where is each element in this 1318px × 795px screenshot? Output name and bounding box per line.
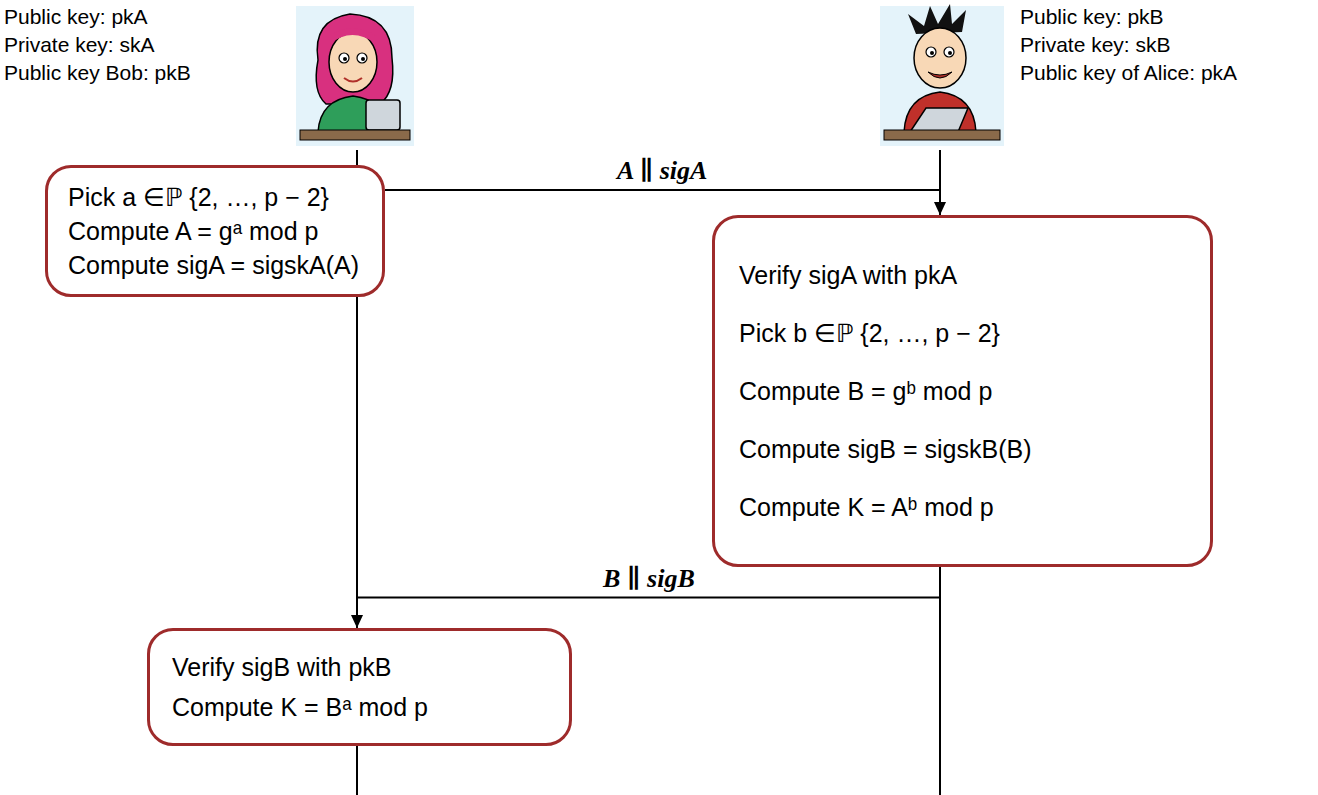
key-label: Public key: pkB (1020, 4, 1164, 30)
step-text: Pick a ∈ℙ {2, …, p − 2} (68, 180, 362, 214)
message-label: A ∥ sigA (613, 157, 711, 185)
step-text: Compute sigB = sigskB(B) (739, 420, 1186, 478)
key-label: Private key: skA (4, 32, 155, 58)
arrow-head (934, 202, 946, 215)
process-box: Verify sigB with pkBCompute K = Bᵃ mod p (147, 628, 572, 746)
message-arrow (385, 190, 946, 215)
key-label: Public key: pkA (4, 4, 148, 30)
step-text: Compute B = gᵇ mod p (739, 362, 1186, 420)
step-text: Pick b ∈ℙ {2, …, p − 2} (739, 304, 1186, 362)
step-text: Compute A = gᵃ mod p (68, 214, 362, 248)
step-text: Verify sigB with pkB (172, 647, 547, 687)
step-text: Verify sigA with pkA (739, 246, 1186, 304)
bob-figure (880, 4, 1004, 146)
step-text: Compute K = Aᵇ mod p (739, 478, 1186, 536)
process-box: Verify sigA with pkAPick b ∈ℙ {2, …, p −… (712, 215, 1213, 567)
process-box: Pick a ∈ℙ {2, …, p − 2}Compute A = gᵃ mo… (45, 165, 385, 297)
arrow-head (351, 615, 363, 628)
alice-figure (296, 6, 414, 146)
step-text: Compute K = Bᵃ mod p (172, 687, 547, 727)
step-text: Compute sigA = sigskA(A) (68, 248, 362, 282)
key-label: Public key of Alice: pkA (1020, 60, 1237, 86)
message-label: B ∥ sigB (599, 565, 699, 593)
key-label: Private key: skB (1020, 32, 1171, 58)
key-label: Public key Bob: pkB (4, 60, 191, 86)
message-line (385, 190, 940, 215)
